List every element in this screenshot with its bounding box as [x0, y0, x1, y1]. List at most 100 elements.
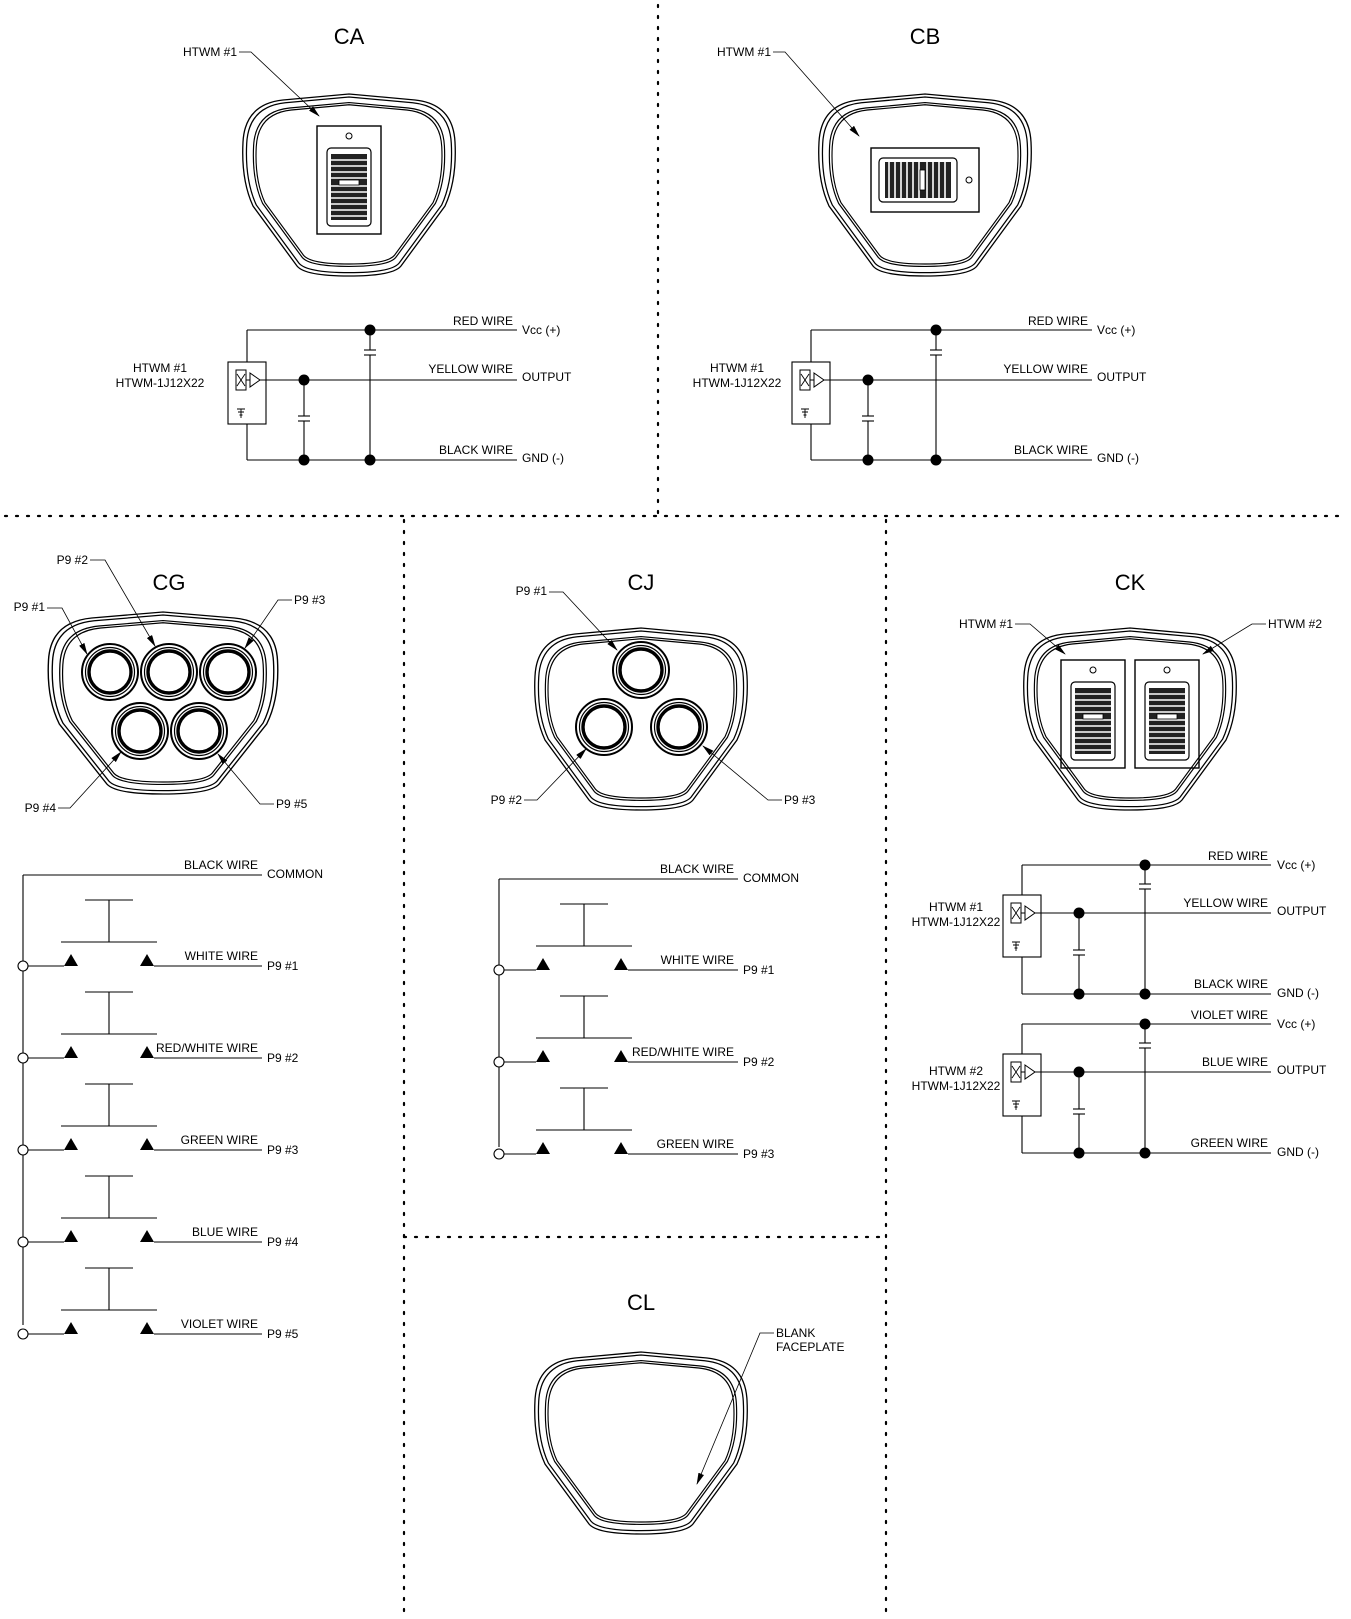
- panel-ca: CA HTWM #1 HTWM #1 HTWM-1J12X22: [116, 24, 572, 466]
- callout-htwm-1: HTWM #1: [183, 45, 320, 117]
- rocker-switch-icon: [316, 125, 382, 235]
- panel-title: CK: [1115, 570, 1146, 595]
- wire-label-yellow: YELLOW WIRE: [428, 362, 513, 376]
- rocker-switch-icon: [870, 147, 980, 213]
- wire-label: WHITE WIRE: [185, 949, 258, 963]
- rocker-switch-icon: [1060, 659, 1126, 769]
- common-node-icon: [17, 1328, 29, 1340]
- terminal-vcc: Vcc (+): [1277, 1017, 1315, 1031]
- sensor-schematic-ca: HTWM #1 HTWM-1J12X22 RED WIRE YELLOW WIR…: [116, 314, 572, 466]
- faceplate-cb: [819, 94, 1032, 276]
- contact-triangle-icon: [140, 1046, 154, 1058]
- cg-callouts: P9 #1 P9 #2 P9 #3 P9 #4 P9 #5: [14, 553, 326, 815]
- contact-triangle-icon: [64, 954, 78, 966]
- faceplate-ca: [243, 94, 456, 276]
- ring-button-icon: [574, 697, 634, 757]
- terminal-label: P9 #1: [743, 963, 775, 977]
- wire-label-black: BLACK WIRE: [439, 443, 513, 457]
- callout-label: HTWM #2: [1268, 617, 1322, 631]
- sensor-part-number: HTWM-1J12X22: [116, 376, 205, 390]
- sensor-name: HTWM #1: [929, 900, 983, 914]
- callout-label: FACEPLATE: [776, 1340, 844, 1354]
- ring-button-icon: [198, 642, 258, 702]
- common-node-icon: [493, 1148, 505, 1160]
- callout-label: P9 #1: [14, 600, 46, 614]
- sensor-name: HTWM #1: [133, 361, 187, 375]
- sensor-part-number: HTWM-1J12X22: [912, 1079, 1001, 1093]
- panel-cl: CL BLANK FACEPLATE: [535, 1290, 844, 1534]
- faceplate-cg: [48, 612, 278, 794]
- wire-label-green: GREEN WIRE: [1191, 1136, 1268, 1150]
- terminal-label: P9 #3: [743, 1147, 775, 1161]
- contact-triangle-icon: [140, 1230, 154, 1242]
- ring-button-icon: [139, 642, 199, 702]
- callout-label: P9 #2: [57, 553, 89, 567]
- contact-triangle-icon: [614, 1142, 628, 1154]
- wire-label-violet: VIOLET WIRE: [1191, 1008, 1268, 1022]
- contact-triangle-icon: [140, 954, 154, 966]
- sensor-schematic-cb: HTWM #1 HTWM-1J12X22 RED WIRE YELLOW WIR…: [693, 314, 1147, 466]
- callout-label: P9 #4: [25, 801, 57, 815]
- panel-ck: CK HTWM #1 HTWM #2 HTWM #1 HTWM-1J12X22: [912, 570, 1327, 1159]
- sensor-part-number: HTWM-1J12X22: [693, 376, 782, 390]
- wire-label: GREEN WIRE: [181, 1133, 258, 1147]
- terminal-label: P9 #5: [267, 1327, 299, 1341]
- button-rings: [574, 640, 709, 757]
- wire-label-red: RED WIRE: [1028, 314, 1088, 328]
- terminal-gnd: GND (-): [1277, 986, 1319, 1000]
- sensor-name: HTWM #2: [929, 1064, 983, 1078]
- terminal-label: P9 #2: [743, 1055, 775, 1069]
- button-rings: [80, 642, 258, 761]
- callout-label: HTWM #1: [183, 45, 237, 59]
- wire-label: VIOLET WIRE: [181, 1317, 258, 1331]
- common-node-icon: [17, 1236, 29, 1248]
- sensor-schematic-ck-1: HTWM #1 HTWM-1J12X22 RED WIRE YELLOW WIR…: [912, 849, 1327, 1000]
- switch-row: VIOLET WIRE P9 #5: [17, 1267, 299, 1341]
- switch-row: RED/WHITE WIRE P9 #2: [493, 995, 775, 1069]
- terminal-vcc: Vcc (+): [1277, 858, 1315, 872]
- terminal-output: OUTPUT: [1277, 904, 1327, 918]
- common-terminal-label: COMMON: [267, 867, 323, 881]
- common-wire-label: BLACK WIRE: [660, 862, 734, 876]
- sensor-schematic-ck-2: HTWM #2 HTWM-1J12X22 VIOLET WIRE BLUE WI…: [912, 1008, 1327, 1159]
- wire-label: GREEN WIRE: [657, 1137, 734, 1151]
- terminal-output: OUTPUT: [522, 370, 572, 384]
- terminal-gnd: GND (-): [522, 451, 564, 465]
- contact-triangle-icon: [64, 1046, 78, 1058]
- callout-label: P9 #1: [516, 584, 548, 598]
- callout-label: P9 #3: [294, 593, 326, 607]
- panel-cg: CG P9 #1 P9 #2 P9 #3 P9 #4 P9 #5 BLACK: [14, 553, 326, 1341]
- contact-triangle-icon: [536, 1142, 550, 1154]
- contact-triangle-icon: [536, 1050, 550, 1062]
- contact-triangle-icon: [536, 958, 550, 970]
- terminal-label: P9 #2: [267, 1051, 299, 1065]
- panel-cb: CB HTWM #1 HTWM #1 HTWM-1J12X22: [693, 24, 1147, 466]
- ring-button-icon: [649, 697, 709, 757]
- callout-label: HTWM #1: [959, 617, 1013, 631]
- callout-label: P9 #3: [784, 793, 816, 807]
- switch-row: GREEN WIRE P9 #3: [493, 1087, 775, 1161]
- rocker-switch-icon: [1134, 659, 1200, 769]
- sensor-part-number: HTWM-1J12X22: [912, 915, 1001, 929]
- sensor-name: HTWM #1: [710, 361, 764, 375]
- callout-htwm-1: HTWM #1: [717, 45, 860, 137]
- terminal-output: OUTPUT: [1277, 1063, 1327, 1077]
- faceplate-cl: [535, 1352, 748, 1534]
- terminal-vcc: Vcc (+): [522, 323, 560, 337]
- faceplate-ck: [1024, 628, 1237, 810]
- contact-triangle-icon: [614, 1050, 628, 1062]
- wire-label: RED/WHITE WIRE: [632, 1045, 734, 1059]
- terminal-output: OUTPUT: [1097, 370, 1147, 384]
- ck-callouts: HTWM #1 HTWM #2: [959, 617, 1322, 655]
- wire-label-blue: BLUE WIRE: [1202, 1055, 1268, 1069]
- panel-title: CJ: [628, 570, 655, 595]
